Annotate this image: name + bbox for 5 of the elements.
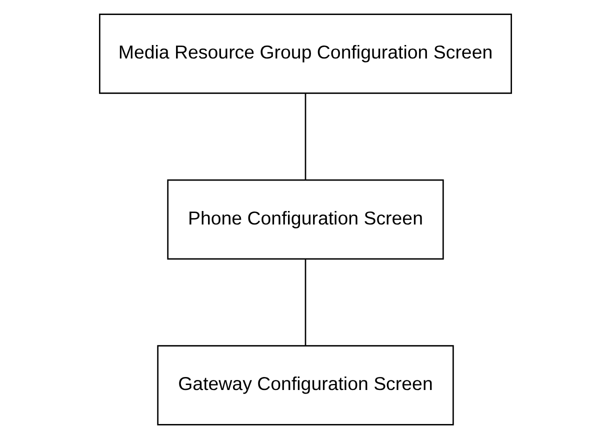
- node-box: Gateway Configuration Screen: [156, 344, 454, 425]
- connector: [304, 258, 306, 346]
- node-box: Phone Configuration Screen: [166, 178, 444, 260]
- node-box: Media Resource Group Configuration Screen: [98, 13, 512, 94]
- connector: [304, 92, 306, 180]
